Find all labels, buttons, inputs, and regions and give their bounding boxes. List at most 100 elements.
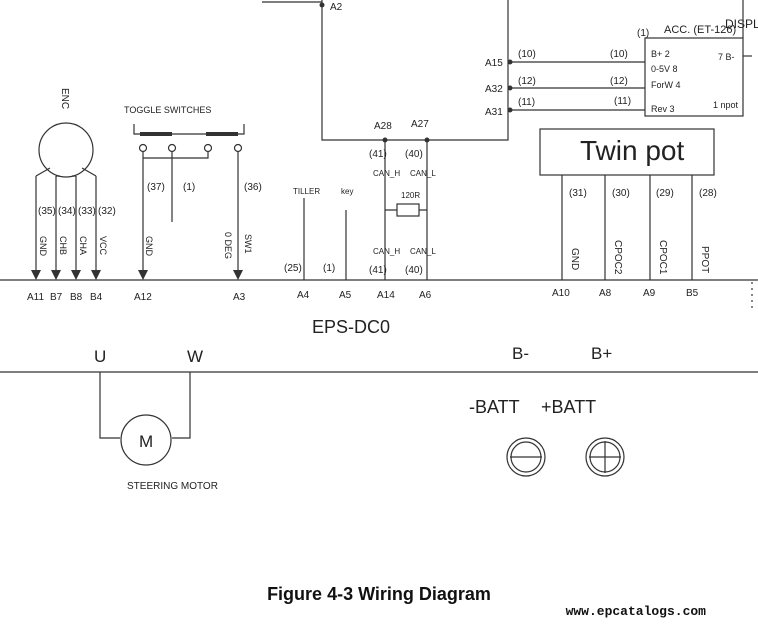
switch-contact (167, 143, 177, 153)
pin-a8: A8 (599, 288, 612, 299)
acc-pin-forw: ForW 4 (651, 80, 681, 90)
resistor-label: 120R (401, 191, 420, 200)
pin-a4: A4 (297, 290, 310, 301)
pin-a10: A10 (552, 288, 570, 299)
terminal-b-plus: B+ (591, 344, 612, 363)
wire-label-10r: (10) (610, 49, 628, 60)
pin-a6: A6 (419, 290, 432, 301)
signal-gnd-sw: GND (144, 236, 154, 257)
watermark: www.epcatalogs.com (565, 604, 706, 619)
wire-label-32: (32) (98, 206, 116, 217)
figure-caption: Figure 4-3 Wiring Diagram (267, 584, 491, 604)
pin-b8: B8 (70, 292, 83, 303)
wire-1-acc: (1) (637, 28, 649, 39)
acc-label: ACC. (ET-126) (664, 24, 736, 36)
encoder-body (38, 122, 94, 178)
key-label: key (341, 187, 353, 196)
signal-0deg: 0 DEG (223, 232, 233, 259)
pin-a2: A2 (330, 2, 343, 13)
pin-b4: B4 (90, 292, 103, 303)
arrow-a12 (138, 270, 148, 280)
batt-minus-terminal (506, 437, 546, 477)
wire-label-34: (34) (58, 206, 76, 217)
pin-a9: A9 (643, 288, 656, 299)
pin-b5: B5 (686, 288, 699, 299)
signal-canl-top: CAN_L (410, 169, 436, 178)
wire-label-40b: (40) (405, 265, 423, 276)
arrow-b7 (51, 270, 61, 280)
twin-pot-label: Twin pot (580, 135, 684, 166)
wire-a2-loop (321, 0, 509, 141)
enc-label: ENC (59, 88, 70, 109)
acc-pin-bplus: B+ 2 (651, 49, 670, 59)
pin-a5: A5 (339, 290, 352, 301)
wire-label-30: (30) (612, 188, 630, 199)
steering-motor-label: STEERING MOTOR (127, 481, 218, 492)
signal-vcc: VCC (98, 236, 108, 256)
toggle-wires (142, 152, 239, 272)
batt-plus-terminal (585, 437, 625, 477)
signal-cha: CHA (78, 236, 88, 255)
pin-a32: A32 (485, 84, 503, 95)
switch-contact (203, 143, 213, 153)
controller-label: EPS-DC0 (312, 317, 390, 337)
signal-gnd: GND (38, 236, 48, 257)
motor-wires (99, 372, 191, 439)
wire-label-31: (31) (569, 188, 587, 199)
signal-gnd-pot: GND (569, 248, 580, 270)
wire-label-37: (37) (147, 182, 165, 193)
twin-pot-box (539, 128, 715, 176)
wire-label-12r: (12) (610, 76, 628, 87)
batt-minus-label: -BATT (469, 397, 520, 417)
terminal-b-minus: B- (512, 344, 529, 363)
acc-pin-1npot: 1 npot (713, 100, 739, 110)
wire-label-41b: (41) (369, 265, 387, 276)
acc-pin-7b: 7 B- (718, 52, 735, 62)
acc-pin-rev: Rev 3 (651, 104, 675, 114)
steering-motor (120, 414, 172, 466)
arrow-a11 (31, 270, 41, 280)
wire-label-12: (12) (518, 76, 536, 87)
wire-label-33: (33) (78, 206, 96, 217)
wire-label-29: (29) (656, 188, 674, 199)
toggle-bracket (133, 124, 245, 135)
acc-pin-05v: 0-5V 8 (651, 64, 678, 74)
resistor-120r (396, 203, 420, 217)
wire-label-11: (11) (518, 97, 535, 108)
plus-sign-icon (589, 441, 621, 473)
tiller-key-wires (303, 198, 347, 280)
arrow-a3 (233, 270, 243, 280)
signal-canl-bot: CAN_L (410, 247, 436, 256)
tiller-label: TILLER (293, 187, 320, 196)
acc-box (644, 37, 744, 117)
pin-a12: A12 (134, 292, 152, 303)
batt-plus-label: +BATT (541, 397, 596, 417)
display-label: DISPLA (725, 17, 758, 31)
pin-a31: A31 (485, 107, 503, 118)
wire-label-40: (40) (405, 149, 423, 160)
pin-a28: A28 (374, 121, 392, 132)
pin-a27: A27 (411, 119, 429, 130)
pin-a11: A11 (27, 292, 44, 303)
top-box-edge (262, 0, 323, 3)
toggle-switches-label: TOGGLE SWITCHES (124, 105, 211, 115)
encoder-leads (35, 167, 97, 177)
motor-symbol: M (139, 432, 153, 451)
wire-label-41: (41) (369, 149, 387, 160)
signal-canh-bot: CAN_H (373, 247, 400, 256)
switch-contact (233, 143, 243, 153)
signal-canh-top: CAN_H (373, 169, 400, 178)
wire-label-36: (36) (244, 182, 262, 193)
pin-a15: A15 (485, 58, 503, 69)
wire-label-28: (28) (699, 188, 717, 199)
signal-cpoc2: CPOC2 (612, 240, 623, 275)
wire-label-25: (25) (284, 263, 302, 274)
wire-label-1: (1) (183, 182, 195, 193)
signal-sw1: SW1 (243, 234, 253, 254)
signal-chb: CHB (58, 236, 68, 255)
switch-contact (138, 143, 148, 153)
signal-ppot: PPOT (699, 246, 710, 273)
wire-label-1b: (1) (323, 263, 335, 274)
pin-a3: A3 (233, 292, 246, 303)
